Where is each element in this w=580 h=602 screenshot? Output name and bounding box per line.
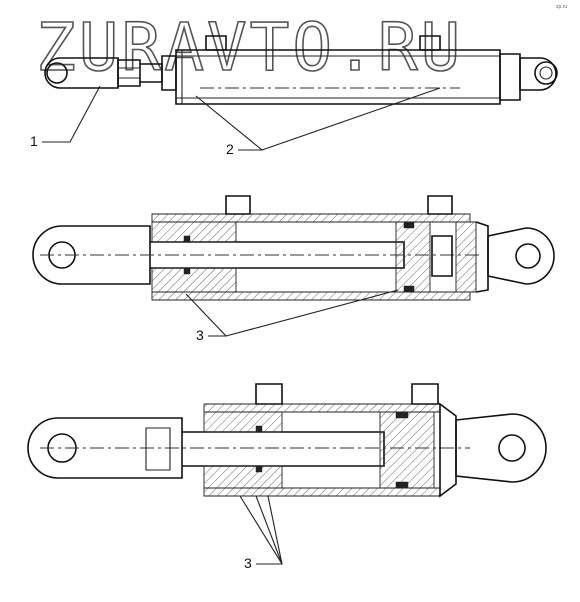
rod-eye-right-3	[455, 413, 547, 483]
cylinder-exterior-view	[44, 35, 558, 105]
rod-eye-right-2	[487, 227, 555, 285]
rod-eye-left	[44, 57, 119, 89]
rod-eye-left-2	[32, 225, 151, 285]
piston-2	[395, 221, 431, 293]
rod-eye-hole-right	[534, 61, 558, 85]
end-cap-2	[455, 221, 477, 293]
gland-3b	[203, 465, 283, 489]
gland-2b	[151, 267, 237, 293]
callout-3a: 3	[185, 289, 399, 343]
barrel-wall-bottom-3	[203, 487, 441, 497]
piston-3	[379, 411, 435, 489]
rod-eye-hole-right-3	[498, 434, 526, 462]
end-cap-3	[439, 402, 457, 498]
corner-mark: zp.ru	[556, 4, 567, 10]
barrel-1	[175, 49, 501, 105]
piston-rod-3	[182, 431, 385, 467]
callout-label-3a: 3	[196, 327, 204, 343]
lock-nut	[117, 59, 141, 87]
cylinder-section-view-a	[32, 195, 555, 301]
rod-eye-hole-left	[46, 62, 68, 84]
rod-eye-left-3	[27, 417, 183, 479]
end-cap-1	[499, 53, 521, 101]
gland-2	[151, 221, 237, 243]
barrel-wall-top-3	[203, 403, 441, 413]
port-1b	[419, 35, 441, 51]
port-2b	[427, 195, 453, 215]
port-3b	[411, 383, 439, 405]
cylinder-section-view-b	[27, 383, 547, 498]
barrel-wall-top-2	[151, 213, 471, 223]
rod-eye-hole-right-2	[515, 243, 541, 269]
callout-label-1: 1	[30, 133, 38, 149]
callout-2: 2	[195, 87, 441, 157]
callout-1: 1	[30, 85, 101, 149]
callout-label-3b: 3	[244, 555, 252, 571]
rod-eye-right	[519, 57, 557, 91]
callout-label-2: 2	[226, 141, 234, 157]
port-1a	[205, 35, 227, 51]
gland-3	[203, 411, 283, 433]
watermark-text: ZURAVTO.RU	[36, 9, 463, 86]
port-2a	[225, 195, 251, 215]
port-3a	[255, 383, 283, 405]
callout-3b: 3	[239, 495, 283, 571]
barrel-wall-bottom-2	[151, 291, 471, 301]
piston-nut-2	[431, 235, 453, 277]
